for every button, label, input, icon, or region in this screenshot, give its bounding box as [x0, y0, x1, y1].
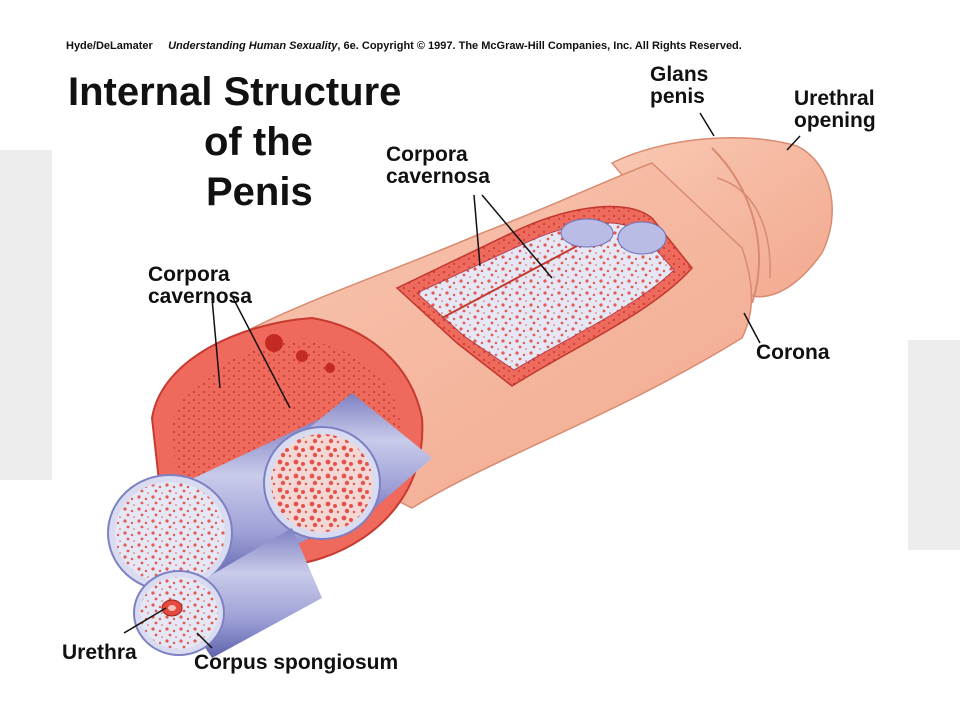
credit-book-title: Understanding Human Sexuality [168, 40, 338, 52]
leader-lines [123, 112, 801, 649]
label-urethra: Urethra [62, 641, 137, 664]
background-band-right [906, 340, 960, 550]
shaft-cutaway [395, 205, 693, 387]
label-corpora-cavernosa-left: Corpora cavernosa [148, 264, 252, 308]
copyright-credit: Hyde/DeLamater Understanding Human Sexua… [66, 40, 742, 52]
diagram-figure: Hyde/DeLamater Understanding Human Sexua… [52, 38, 908, 680]
label-corona: Corona [756, 341, 830, 364]
title-line-2: of the [204, 120, 313, 164]
label-urethral-line-1: Urethral [794, 87, 875, 110]
label-corpora-cavernosa-top: Corpora cavernosa [386, 144, 490, 188]
title-line-3: Penis [206, 170, 313, 214]
label-glans-line-2: penis [650, 85, 705, 108]
label-corpus-spongiosum: Corpus spongiosum [194, 651, 399, 674]
label-corpora-top-line-1: Corpora [386, 143, 468, 166]
credit-rest: , 6e. Copyright © 1997. The McGraw-Hill … [337, 40, 742, 52]
label-glans-penis: Glans penis [650, 64, 708, 108]
penis-illustration [107, 112, 833, 658]
label-corpora-left-line-1: Corpora [148, 263, 230, 286]
label-corpora-top-line-2: cavernosa [386, 165, 490, 188]
label-urethral-line-2: opening [794, 109, 876, 132]
background-band-left [0, 150, 60, 480]
label-corpora-left-line-2: cavernosa [148, 285, 252, 308]
label-glans-line-1: Glans [650, 63, 709, 86]
label-urethral-opening: Urethral opening [794, 88, 876, 132]
cross-section [107, 316, 432, 658]
credit-authors: Hyde/DeLamater [66, 40, 153, 52]
title-line-1: Internal Structure [68, 70, 402, 114]
